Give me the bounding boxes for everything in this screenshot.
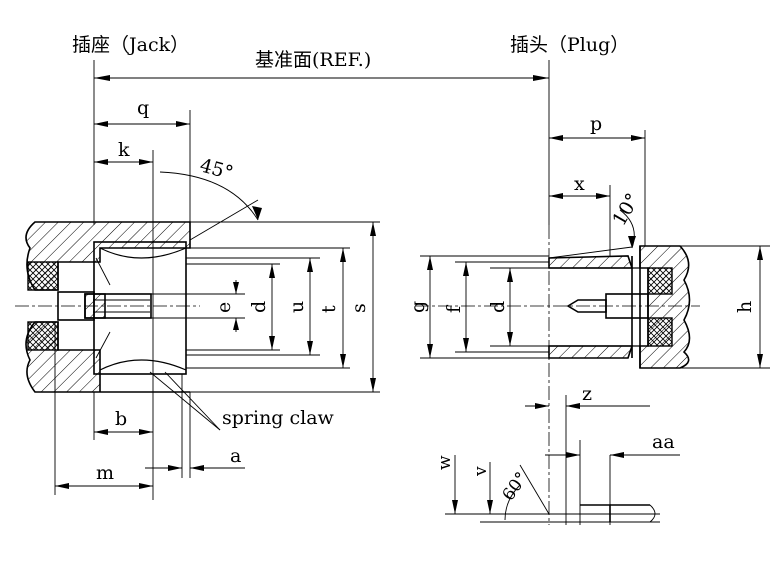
dim-f: f	[443, 304, 465, 313]
dim-e: e	[213, 302, 235, 313]
dim-angle45: 45°	[197, 154, 235, 184]
plug-title: 插头（Plug）	[510, 34, 629, 56]
dim-b: b	[115, 408, 127, 430]
dim-d-jack: d	[248, 301, 270, 313]
ref-dimension	[93, 60, 550, 225]
dim-q: q	[137, 97, 149, 119]
plug-body	[548, 245, 691, 369]
dim-w: w	[435, 455, 455, 470]
dim-g: g	[407, 301, 429, 313]
plug-dimensions: p x 10° g f d	[407, 113, 770, 525]
dim-s: s	[348, 303, 370, 313]
dim-p: p	[590, 113, 602, 135]
dim-u: u	[286, 301, 308, 313]
dim-aa: aa	[652, 431, 675, 453]
dim-m: m	[96, 462, 114, 484]
dim-h: h	[734, 301, 756, 313]
dim-d-plug: d	[487, 301, 509, 313]
dim-t: t	[318, 305, 340, 313]
jack-body	[25, 221, 191, 393]
dim-angle10: 10°	[608, 189, 644, 229]
dim-a: a	[230, 445, 241, 467]
ref-title: 基准面(REF.)	[255, 49, 371, 71]
dim-angle60: 60°	[499, 469, 533, 505]
jack-title: 插座（Jack）	[72, 34, 189, 56]
dim-k: k	[118, 139, 130, 161]
dim-v: v	[471, 466, 491, 477]
dim-z: z	[582, 383, 592, 405]
spring-claw-label: spring claw	[222, 407, 335, 429]
dim-x: x	[574, 173, 585, 195]
